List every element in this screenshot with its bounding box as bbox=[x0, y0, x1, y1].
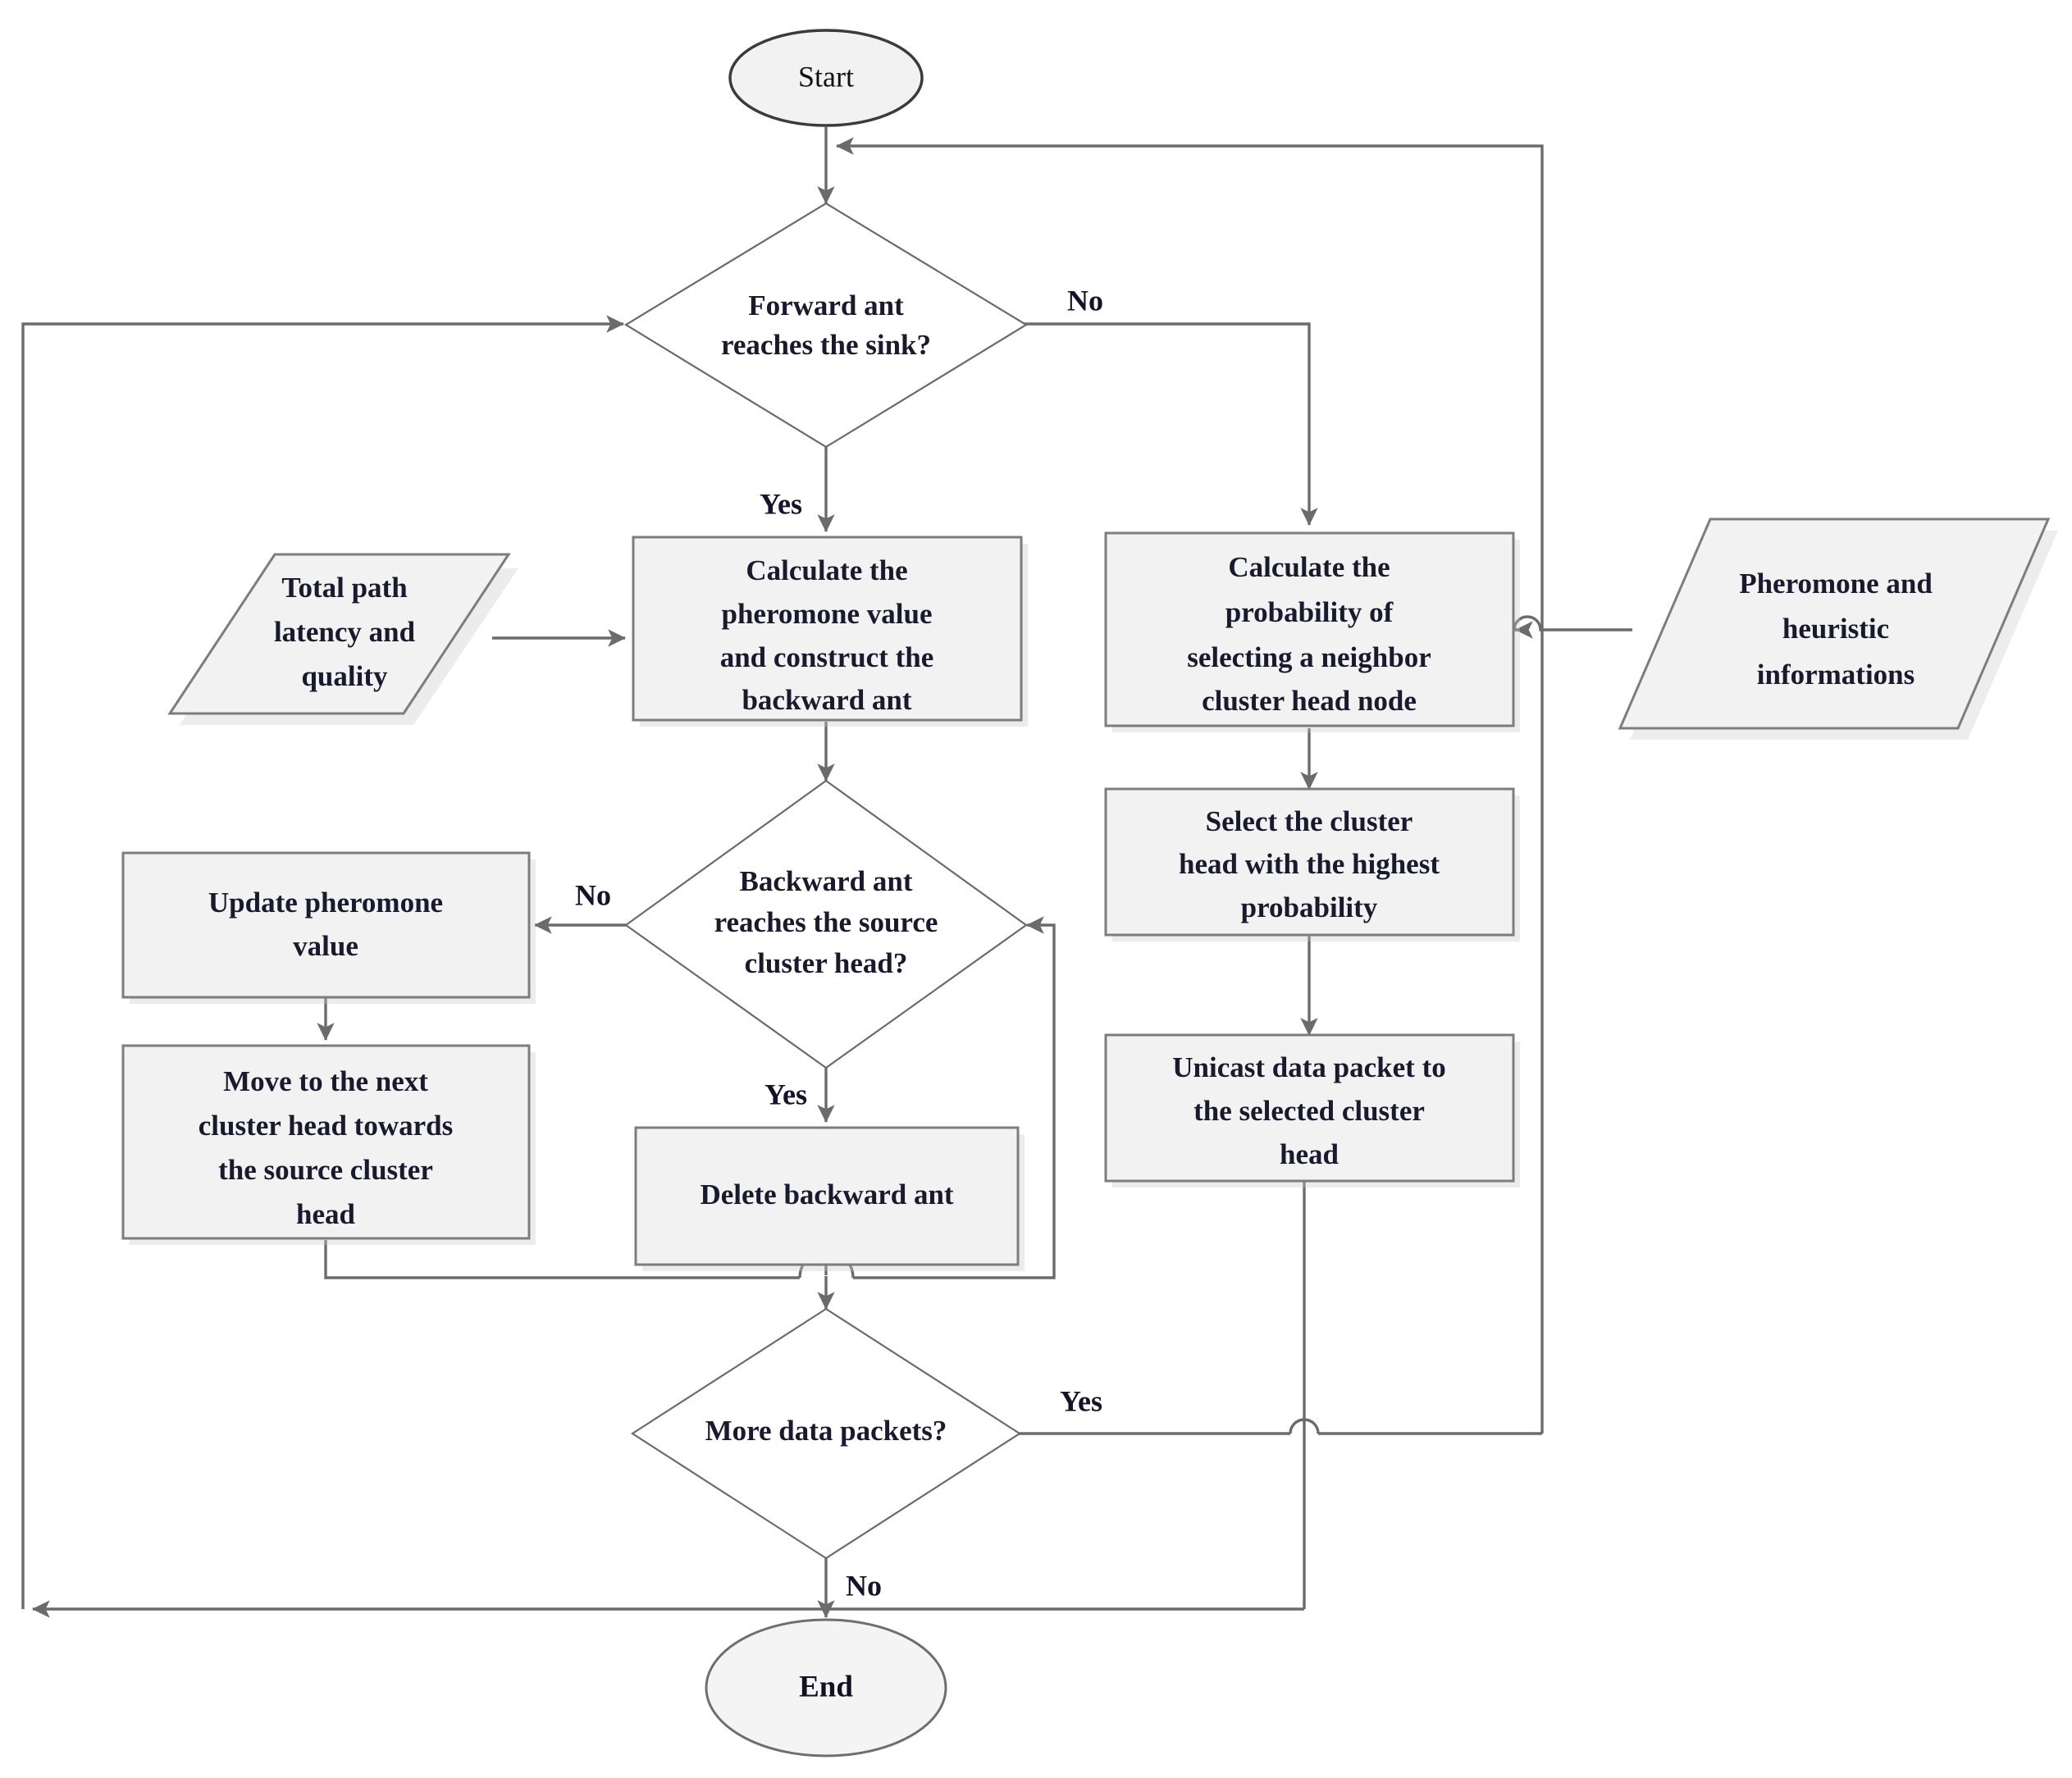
calc-pheromone-line4: backward ant bbox=[742, 684, 911, 716]
unicast-line3: head bbox=[1280, 1138, 1339, 1170]
calc-probability-line2: probability of bbox=[1225, 596, 1394, 628]
node-select-cluster-head[interactable]: Select the cluster head with the highest… bbox=[1104, 787, 1520, 941]
backward-decision-line1: Backward ant bbox=[740, 865, 913, 897]
total-path-line2: latency and bbox=[274, 616, 416, 648]
node-unicast-data-packet[interactable]: Unicast data packet to the selected clus… bbox=[1104, 1033, 1520, 1188]
heuristic-line2: heuristic bbox=[1782, 613, 1889, 645]
node-backward-ant-decision[interactable]: Backward ant reaches the source cluster … bbox=[624, 779, 1028, 1069]
calc-pheromone-line1: Calculate the bbox=[746, 554, 907, 586]
edge-label-more-no: No bbox=[846, 1569, 882, 1602]
move-next-line3: the source cluster bbox=[218, 1154, 433, 1186]
edge-left-return-to-forward-decision bbox=[21, 315, 624, 1609]
node-end[interactable]: End bbox=[705, 1618, 947, 1757]
delete-backward-line1: Delete backward ant bbox=[700, 1178, 953, 1210]
edge-move-to-junction bbox=[324, 1240, 800, 1279]
backward-decision-line3: cluster head? bbox=[745, 947, 908, 979]
move-next-line1: Move to the next bbox=[223, 1065, 428, 1097]
calc-probability-line3: selecting a neighbor bbox=[1187, 641, 1431, 673]
unicast-line1: Unicast data packet to bbox=[1172, 1051, 1445, 1083]
calc-pheromone-line2: pheromone value bbox=[722, 598, 933, 630]
node-move-next-cluster-head[interactable]: Move to the next cluster head towards th… bbox=[121, 1044, 536, 1245]
edge-label-forward-no: No bbox=[1067, 284, 1103, 317]
edge-label-forward-yes: Yes bbox=[760, 487, 802, 520]
edge-more-yes-return-loop bbox=[836, 137, 1544, 1434]
node-forward-ant-decision[interactable]: Forward ant reaches the sink? bbox=[623, 202, 1029, 449]
edge-junction-to-backward-decision bbox=[853, 916, 1056, 1279]
node-start-label: Start bbox=[798, 60, 854, 93]
node-more-data-packets-decision[interactable]: More data packets? bbox=[630, 1307, 1022, 1560]
node-update-pheromone[interactable]: Update pheromone value bbox=[121, 851, 536, 1004]
node-delete-backward-ant[interactable]: Delete backward ant bbox=[634, 1126, 1025, 1271]
backward-decision-line2: reaches the source bbox=[714, 906, 938, 938]
node-total-path-input[interactable]: Total path latency and quality bbox=[167, 553, 518, 725]
edge-label-backward-yes: Yes bbox=[764, 1078, 807, 1110]
edge-label-more-yes: Yes bbox=[1060, 1384, 1102, 1417]
node-calc-probability[interactable]: Calculate the probability of selecting a… bbox=[1104, 531, 1520, 732]
node-calc-pheromone[interactable]: Calculate the pheromone value and constr… bbox=[632, 536, 1028, 727]
node-start[interactable]: Start bbox=[728, 29, 924, 127]
edge-heuristic-hop bbox=[1513, 615, 1559, 631]
total-path-line3: quality bbox=[301, 660, 388, 692]
total-path-line1: Total path bbox=[281, 572, 407, 604]
update-pheromone-line1: Update pheromone bbox=[208, 887, 443, 919]
select-cluster-line2: head with the highest bbox=[1179, 848, 1440, 880]
node-pheromone-heuristic-input[interactable]: Pheromone and heuristic informations bbox=[1618, 517, 2058, 740]
update-pheromone-line2: value bbox=[293, 930, 358, 962]
more-data-line1: More data packets? bbox=[705, 1415, 947, 1447]
select-cluster-line3: probability bbox=[1241, 891, 1378, 923]
forward-decision-line1: Forward ant bbox=[748, 289, 904, 321]
node-end-label: End bbox=[799, 1670, 853, 1703]
edge-forward-no-to-calc-probability bbox=[1017, 322, 1318, 526]
move-next-line4: head bbox=[296, 1198, 356, 1230]
forward-decision-line2: reaches the sink? bbox=[721, 329, 931, 361]
heuristic-line3: informations bbox=[1757, 659, 1915, 691]
unicast-line2: the selected cluster bbox=[1193, 1095, 1425, 1127]
edge-label-backward-no: No bbox=[575, 878, 611, 911]
calc-probability-line4: cluster head node bbox=[1202, 685, 1417, 717]
move-next-line2: cluster head towards bbox=[199, 1110, 453, 1142]
select-cluster-line1: Select the cluster bbox=[1206, 805, 1413, 837]
calc-pheromone-line3: and construct the bbox=[720, 641, 934, 673]
calc-probability-line1: Calculate the bbox=[1228, 551, 1390, 583]
heuristic-line1: Pheromone and bbox=[1739, 568, 1933, 600]
